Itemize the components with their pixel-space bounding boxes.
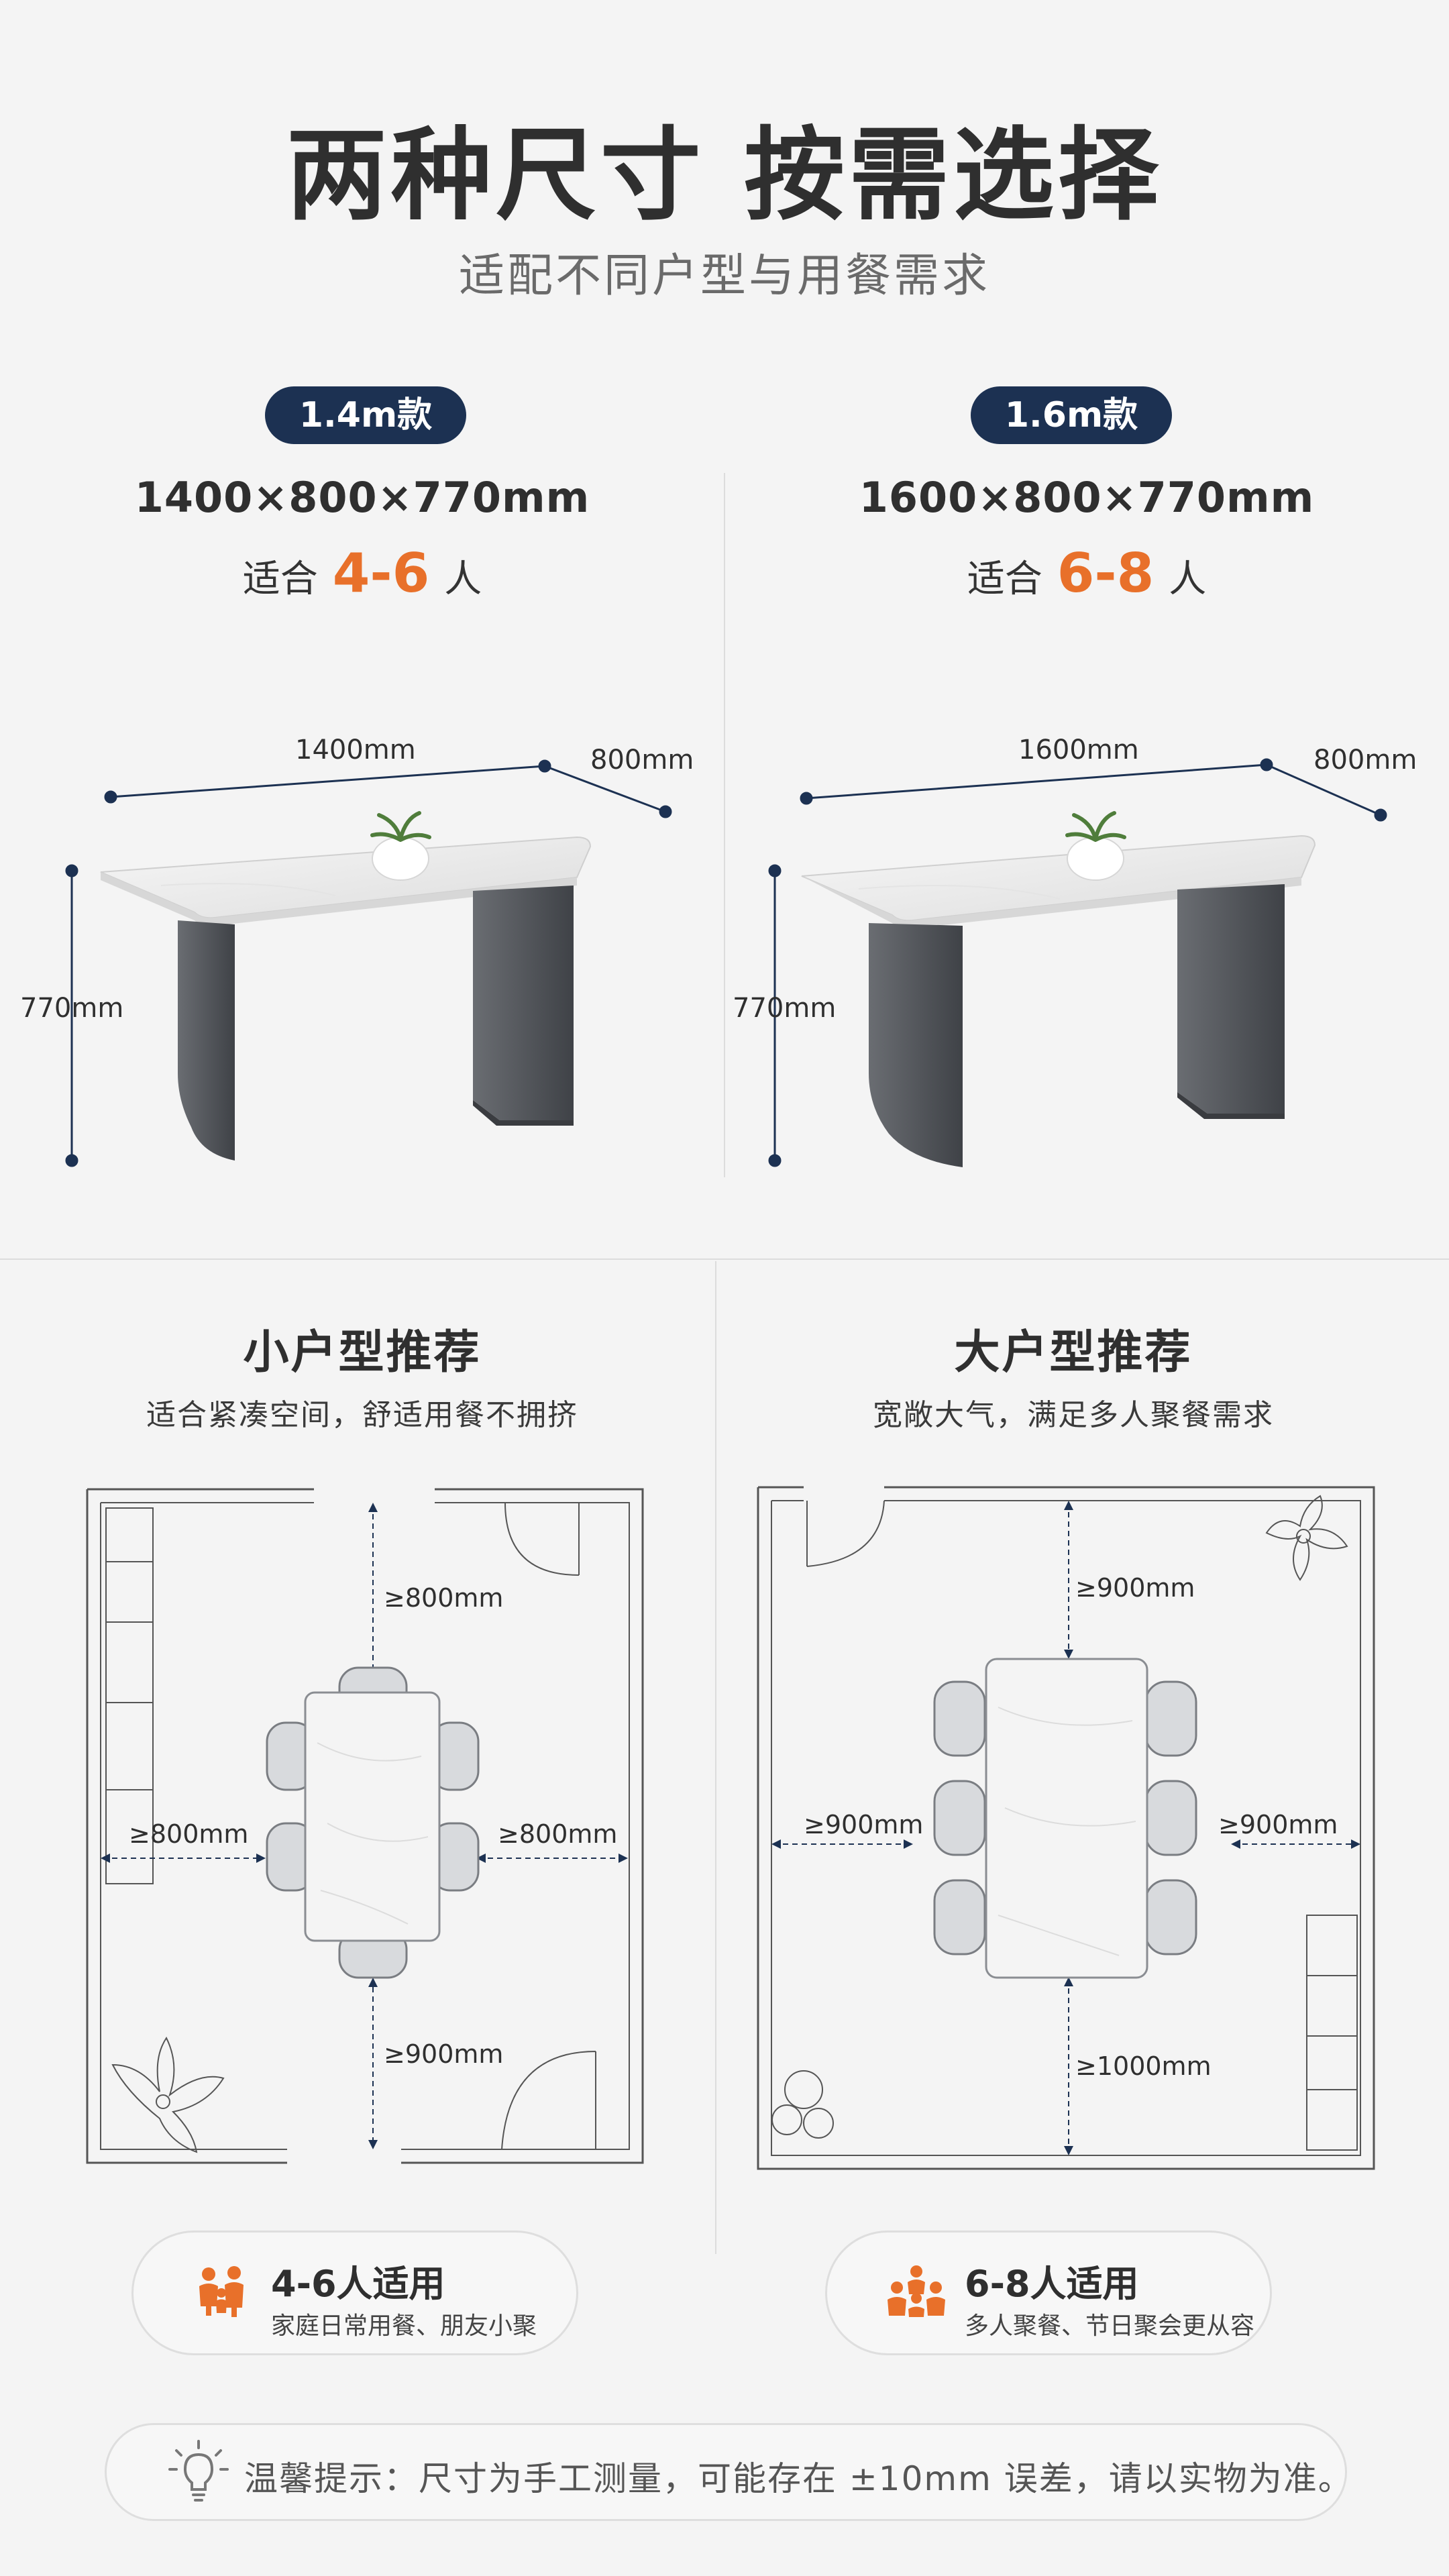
- fit-prefix: 适合: [242, 557, 318, 601]
- fit-range: 4-6: [332, 542, 430, 604]
- length-label-1600: 1600mm: [1018, 735, 1139, 765]
- lightbulb-icon: [168, 2440, 229, 2502]
- floorplan-small: [86, 1488, 644, 2164]
- large-room-title: 大户型推荐: [954, 1326, 1193, 1379]
- fit-range: 6-8: [1057, 542, 1155, 604]
- clearance-bottom-small: ≥900mm: [384, 2039, 504, 2069]
- small-room-title: 小户型推荐: [243, 1326, 482, 1379]
- clearance-top-large: ≥900mm: [1075, 1573, 1195, 1603]
- fit-suffix: 人: [1169, 557, 1207, 601]
- length-label-1400: 1400mm: [295, 735, 416, 765]
- clearance-left-small: ≥800mm: [129, 1819, 249, 1849]
- small-room-subtitle: 适合紧凑空间，舒适用餐不拥挤: [146, 1398, 578, 1432]
- clearance-bottom-large: ≥1000mm: [1075, 2051, 1212, 2081]
- table-illustration-1400: [65, 759, 672, 1167]
- clearance-left-large: ≥900mm: [804, 1810, 924, 1839]
- group-icon: [888, 2265, 945, 2317]
- family-icon: [199, 2266, 244, 2317]
- depth-label-1600: 800mm: [1313, 745, 1417, 775]
- page-subtitle: 适配不同户型与用餐需求: [458, 250, 990, 303]
- fit-suffix: 人: [444, 557, 482, 601]
- recommend-divider: [715, 1261, 716, 2254]
- table-illustration-1600: [768, 758, 1387, 1167]
- height-label-1600: 770mm: [733, 993, 837, 1024]
- dimensions-1400: 1400×800×770mm: [134, 473, 590, 522]
- capacity-title-small: 4-6人适用: [271, 2263, 445, 2305]
- section-divider: [0, 1258, 1449, 1260]
- page-title: 两种尺寸 按需选择: [286, 117, 1163, 234]
- capacity-subtitle-small: 家庭日常用餐、朋友小聚: [271, 2312, 537, 2340]
- capacity-subtitle-large: 多人聚餐、节日聚会更从容: [965, 2312, 1255, 2340]
- clearance-top-small: ≥800mm: [384, 1583, 504, 1613]
- size-badge-1600: 1.6m款: [971, 386, 1172, 444]
- tip-text: 温馨提示：尺寸为手工测量，可能存在 ±10mm 误差，请以实物为准。: [244, 2459, 1353, 2498]
- clearance-right-large: ≥900mm: [1218, 1810, 1338, 1839]
- large-room-subtitle: 宽敞大气，满足多人聚餐需求: [873, 1398, 1274, 1432]
- clearance-right-small: ≥800mm: [498, 1819, 618, 1849]
- product-divider: [724, 473, 725, 1177]
- fit-prefix: 适合: [967, 557, 1042, 601]
- capacity-card-small: 4-6人适用 家庭日常用餐、朋友小聚: [131, 2231, 578, 2355]
- height-label-1400: 770mm: [20, 993, 124, 1024]
- tip-bar: 温馨提示：尺寸为手工测量，可能存在 ±10mm 误差，请以实物为准。: [105, 2423, 1352, 2521]
- dimensions-1600: 1600×800×770mm: [859, 473, 1315, 522]
- capacity-card-large: 6-8人适用 多人聚餐、节日聚会更从容: [825, 2231, 1272, 2355]
- fit-1600: 适合 6-8 人: [724, 542, 1449, 604]
- size-badge-1400: 1.4m款: [265, 386, 466, 444]
- floorplan-large: [757, 1486, 1375, 2170]
- capacity-title-large: 6-8人适用: [965, 2263, 1139, 2305]
- depth-label-1400: 800mm: [590, 745, 694, 775]
- fit-1400: 适合 4-6 人: [0, 542, 724, 604]
